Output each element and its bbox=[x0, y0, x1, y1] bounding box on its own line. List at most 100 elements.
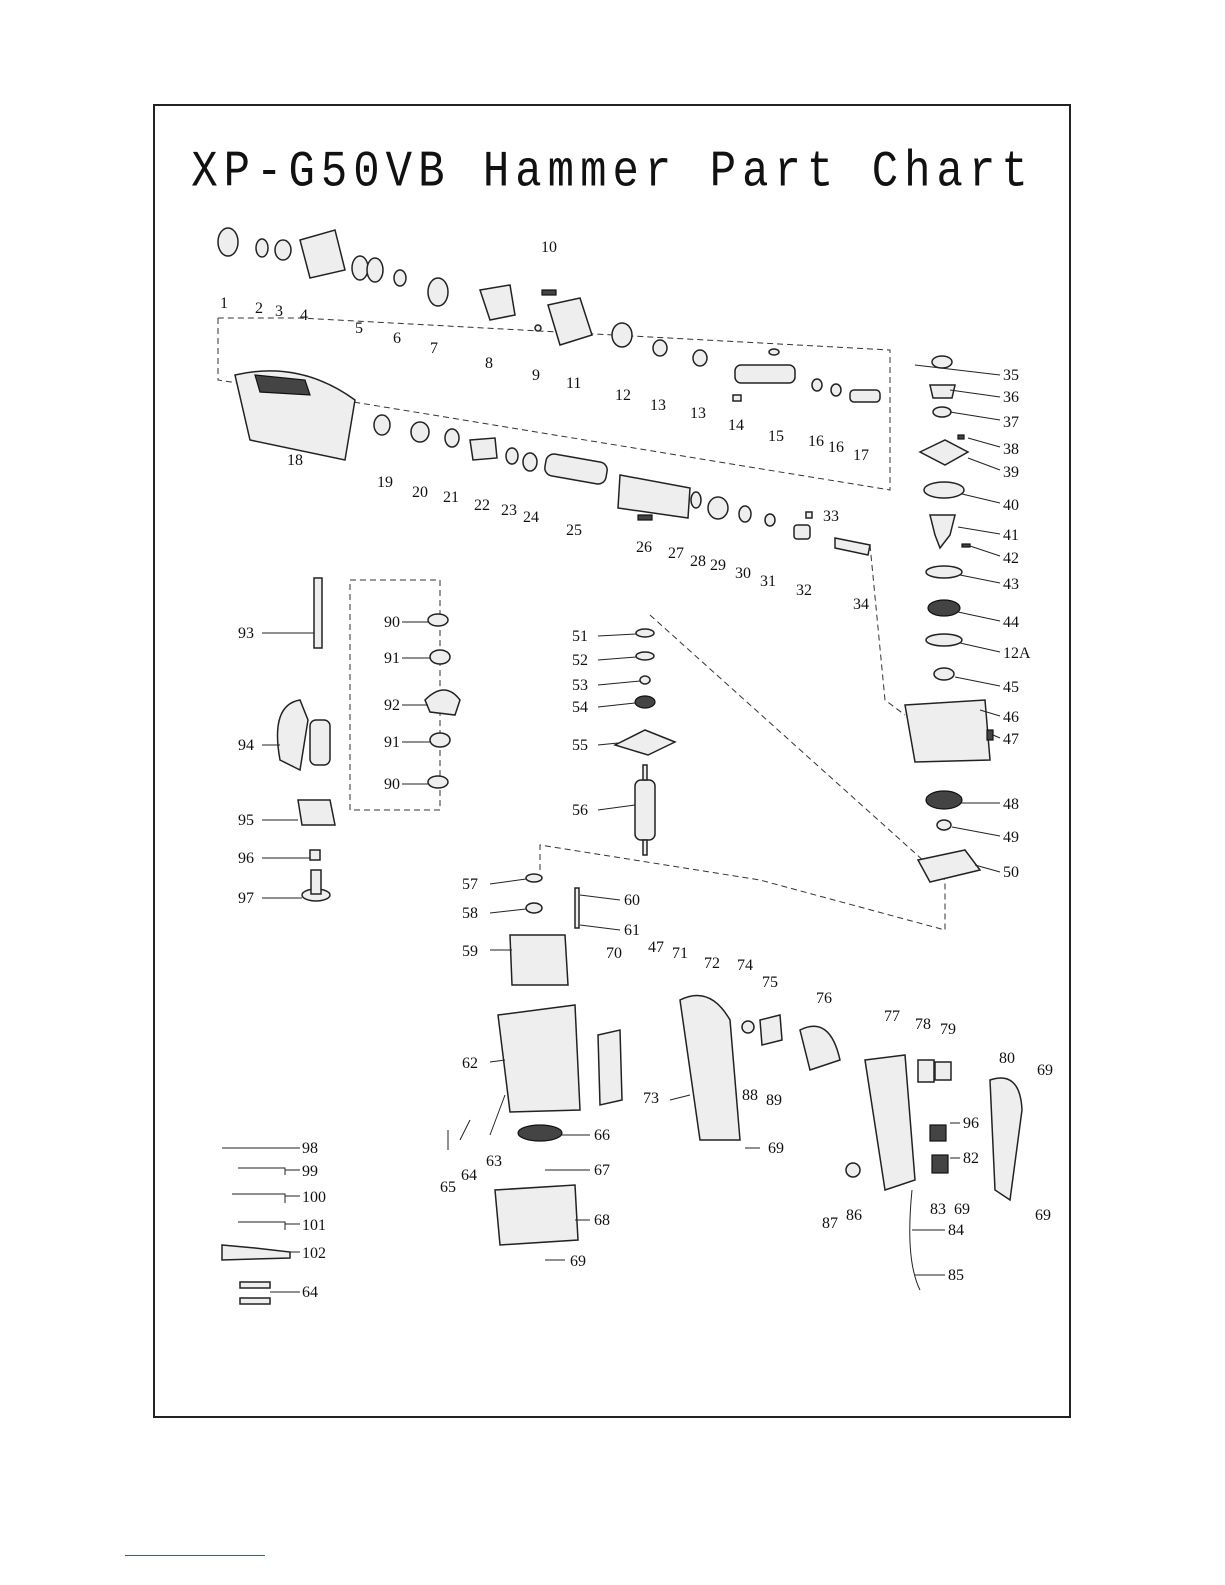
label-43: 43 bbox=[1003, 576, 1019, 593]
label-99: 99 bbox=[302, 1163, 318, 1180]
label-12A: 12A bbox=[1003, 645, 1031, 662]
label-11: 11 bbox=[566, 375, 581, 392]
label-90b: 90 bbox=[384, 776, 400, 793]
motor-parts bbox=[494, 628, 677, 1246]
label-92: 92 bbox=[384, 697, 400, 714]
label-2: 2 bbox=[255, 300, 263, 317]
label-95: 95 bbox=[238, 812, 254, 829]
label-55: 55 bbox=[572, 737, 588, 754]
label-44: 44 bbox=[1003, 614, 1019, 631]
label-61: 61 bbox=[624, 922, 640, 939]
diagram-frame bbox=[153, 104, 1071, 1418]
label-93: 93 bbox=[238, 625, 254, 642]
label-60: 60 bbox=[624, 892, 640, 909]
label-82: 82 bbox=[963, 1150, 979, 1167]
label-58: 58 bbox=[462, 905, 478, 922]
label-77: 77 bbox=[884, 1008, 900, 1025]
label-59: 59 bbox=[462, 943, 478, 960]
label-100: 100 bbox=[302, 1189, 326, 1206]
label-35: 35 bbox=[1003, 367, 1019, 384]
label-13b: 13 bbox=[690, 405, 706, 422]
label-45: 45 bbox=[1003, 679, 1019, 696]
label-41: 41 bbox=[1003, 527, 1019, 544]
label-24: 24 bbox=[523, 509, 539, 526]
label-6: 6 bbox=[393, 330, 401, 347]
dash-top-row bbox=[217, 317, 891, 491]
label-51: 51 bbox=[572, 628, 588, 645]
top-row-parts bbox=[217, 227, 881, 403]
label-10: 10 bbox=[541, 239, 557, 256]
label-57: 57 bbox=[462, 876, 478, 893]
label-76: 76 bbox=[816, 990, 832, 1007]
label-19: 19 bbox=[377, 474, 393, 491]
label-39: 39 bbox=[1003, 464, 1019, 481]
label-62: 62 bbox=[462, 1055, 478, 1072]
label-89: 89 bbox=[766, 1092, 782, 1109]
label-14: 14 bbox=[728, 417, 744, 434]
label-15: 15 bbox=[768, 428, 784, 445]
rear-handle-parts bbox=[679, 994, 1023, 1291]
label-47b: 47 bbox=[648, 939, 664, 956]
label-69a: 69 bbox=[570, 1253, 586, 1270]
footer-link-underline bbox=[125, 1555, 265, 1556]
label-21: 21 bbox=[443, 489, 459, 506]
label-79: 79 bbox=[940, 1021, 956, 1038]
label-40: 40 bbox=[1003, 497, 1019, 514]
label-37: 37 bbox=[1003, 414, 1019, 431]
label-65: 65 bbox=[440, 1179, 456, 1196]
label-42: 42 bbox=[1003, 550, 1019, 567]
label-67: 67 bbox=[594, 1162, 610, 1179]
label-72: 72 bbox=[704, 955, 720, 972]
chart-title: XP-G50VB Hammer Part Chart bbox=[191, 144, 1034, 202]
side-handle-parts bbox=[276, 577, 461, 902]
label-80: 80 bbox=[999, 1050, 1015, 1067]
label-25: 25 bbox=[566, 522, 582, 539]
label-32: 32 bbox=[796, 582, 812, 599]
label-70: 70 bbox=[606, 945, 622, 962]
label-36: 36 bbox=[1003, 389, 1019, 406]
middle-row-parts bbox=[234, 370, 871, 556]
label-71: 71 bbox=[672, 945, 688, 962]
label-87: 87 bbox=[822, 1215, 838, 1232]
label-97: 97 bbox=[238, 890, 254, 907]
dash-motor-link bbox=[539, 614, 946, 931]
label-52: 52 bbox=[572, 652, 588, 669]
label-88: 88 bbox=[742, 1087, 758, 1104]
right-column-parts bbox=[904, 355, 994, 883]
label-30: 30 bbox=[735, 565, 751, 582]
label-16a: 16 bbox=[808, 433, 824, 450]
label-9: 9 bbox=[532, 367, 540, 384]
label-18: 18 bbox=[287, 452, 303, 469]
label-64a: 64 bbox=[461, 1167, 477, 1184]
label-64b: 64 bbox=[302, 1284, 318, 1301]
leader-lines bbox=[262, 364, 1001, 1293]
label-17: 17 bbox=[853, 447, 869, 464]
label-28: 28 bbox=[690, 553, 706, 570]
label-20: 20 bbox=[412, 484, 428, 501]
label-85: 85 bbox=[948, 1267, 964, 1284]
label-91b: 91 bbox=[384, 734, 400, 751]
label-69d: 69 bbox=[954, 1201, 970, 1218]
label-69e: 69 bbox=[1035, 1207, 1051, 1224]
label-1: 1 bbox=[220, 295, 228, 312]
label-73: 73 bbox=[643, 1090, 659, 1107]
label-3: 3 bbox=[275, 303, 283, 320]
dash-gear-link bbox=[869, 544, 906, 716]
label-16b: 16 bbox=[828, 439, 844, 456]
dash-handle-group bbox=[349, 579, 441, 811]
label-4: 4 bbox=[300, 307, 308, 324]
label-33: 33 bbox=[823, 508, 839, 525]
label-83: 83 bbox=[930, 1201, 946, 1218]
label-34: 34 bbox=[853, 596, 869, 613]
label-49: 49 bbox=[1003, 829, 1019, 846]
label-56: 56 bbox=[572, 802, 588, 819]
label-91a: 91 bbox=[384, 650, 400, 667]
label-46: 46 bbox=[1003, 709, 1019, 726]
label-98: 98 bbox=[302, 1140, 318, 1157]
label-50: 50 bbox=[1003, 864, 1019, 881]
label-31: 31 bbox=[760, 573, 776, 590]
label-102: 102 bbox=[302, 1245, 326, 1262]
label-94: 94 bbox=[238, 737, 254, 754]
label-90a: 90 bbox=[384, 614, 400, 631]
